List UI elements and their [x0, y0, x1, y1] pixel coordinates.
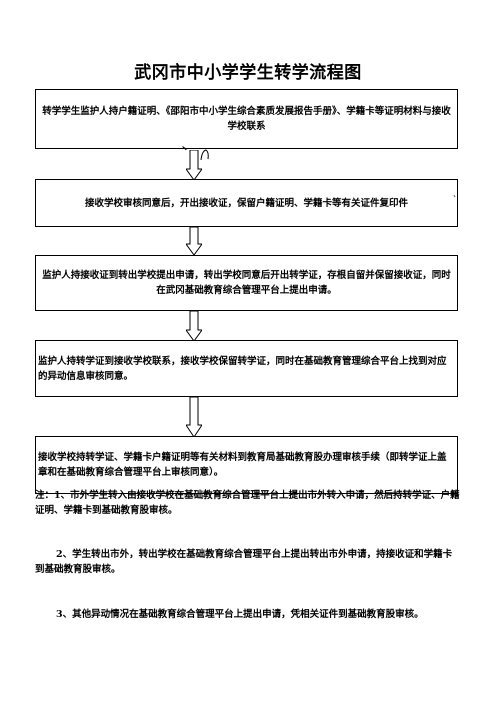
flow-step-3-text: 监护人持接收证到转出学校提出申请，转出学校同意后开出转学证，存根自留并保留接收证…	[42, 270, 451, 296]
flow-step-5-text: 接收学校持转学证、学籍卡户籍证明等有关材料到教育局基础教育股办理审核手续（即转学…	[38, 452, 447, 478]
note-1: 注：1、市外学生转入由接收学校在基础教育综合管理平台上提出市外转入申请，然后持转…	[35, 490, 460, 516]
flow-step-3: 监护人持接收证到转出学校提出申请，转出学校同意后开出转学证，存根自留并保留接收证…	[35, 255, 458, 311]
flow-step-2: 接收学校审核同意后，开出接收证，保留户籍证明、学籍卡等有关证件复印件	[35, 179, 458, 227]
flow-step-5: 接收学校持转学证、学籍卡户籍证明等有关材料到教育局基础教育股办理审核手续（即转学…	[35, 436, 458, 494]
flow-step-1-text: 转学学生监护人持户籍证明、《邵阳市中小学生综合素质发展报告手册》、学籍卡等证明材…	[42, 106, 451, 132]
stray-mark-right: ˎ	[453, 188, 456, 198]
flow-arrow-3	[186, 311, 202, 341]
page-title: 武冈市中小学学生转学流程图	[134, 63, 362, 83]
flow-step-2-text: 接收学校审核同意后，开出接收证，保留户籍证明、学籍卡等有关证件复印件	[84, 197, 408, 209]
note-2: 2、学生转出市外，转出学校在基础教育综合管理平台上提出转出市外申请，持接收证和学…	[35, 549, 453, 575]
connector-curl	[200, 146, 210, 161]
flow-step-4: 监护人持转学证到接收学校联系，接收学校保留转学证，同时在基础教育管理综合平台上找…	[35, 340, 458, 397]
stray-mark-left: 丶	[180, 145, 190, 155]
flow-arrow-4	[186, 397, 202, 437]
flow-arrow-2	[186, 227, 202, 255]
flow-step-1: 转学学生监护人持户籍证明、《邵阳市中小学生综合素质发展报告手册》、学籍卡等证明材…	[35, 89, 458, 149]
note-3: 3、其他异动情况在基础教育综合管理平台上提出申请，凭相关证件到基础教育股审核。	[56, 609, 424, 620]
flow-step-4-text: 监护人持转学证到接收学校联系，接收学校保留转学证，同时在基础教育管理综合平台上找…	[38, 355, 447, 382]
flow-arrow-1	[186, 150, 202, 180]
